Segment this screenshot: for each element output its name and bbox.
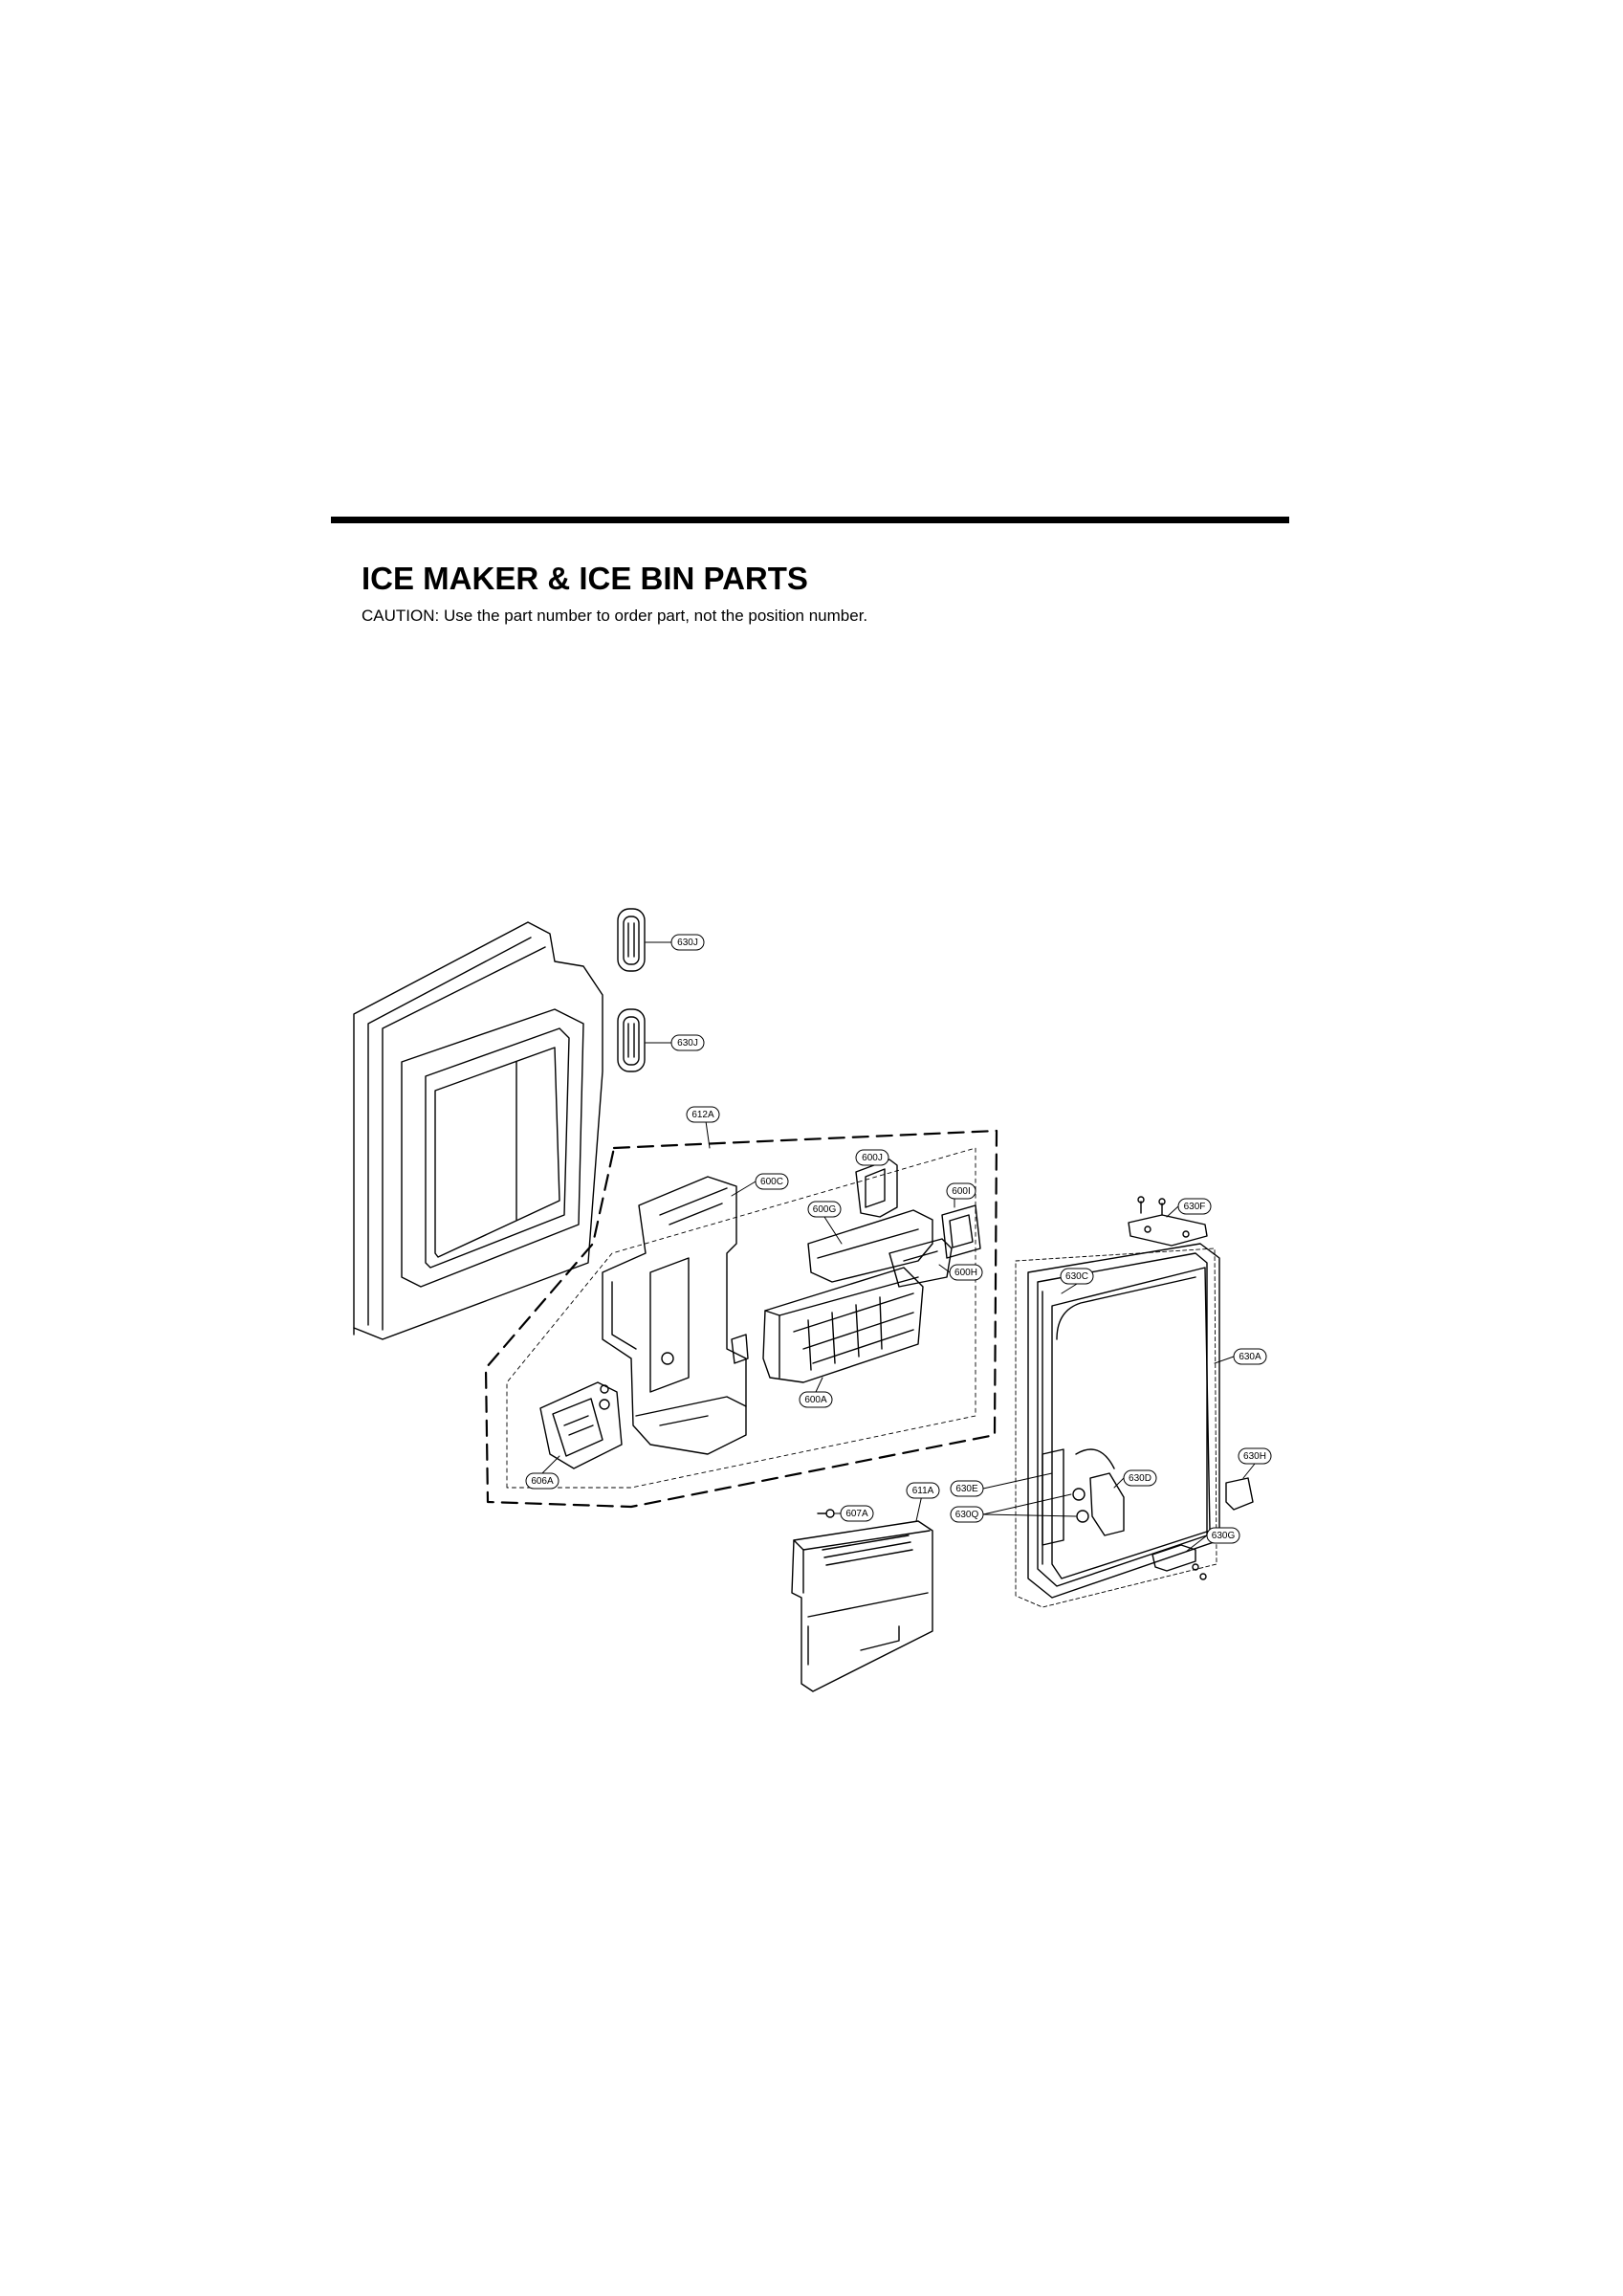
part-600C-housing	[600, 1176, 747, 1455]
ice-bin-door-drawing	[1015, 1243, 1220, 1608]
callout-label: 630Q	[955, 1510, 979, 1520]
callout-label: 607A	[845, 1509, 868, 1519]
callout-label: 600A	[804, 1395, 827, 1405]
part-600J	[855, 1159, 898, 1218]
part-611A-cover	[791, 1520, 933, 1692]
callout-label: 630G	[1212, 1531, 1236, 1541]
callout-label: 600I	[952, 1186, 970, 1197]
callout-606A: 606A	[525, 1472, 559, 1490]
callout-630A: 630A	[1233, 1348, 1267, 1365]
callout-600J: 600J	[855, 1149, 889, 1166]
part-600H	[888, 1238, 953, 1288]
callout-630J-lower: 630J	[670, 1034, 705, 1051]
callout-600H: 600H	[949, 1264, 983, 1281]
callouts: 630J 630J 612A 600J 600C 600I 600G 600H	[525, 934, 1272, 1544]
callout-label: 630H	[1243, 1451, 1266, 1462]
part-630G-bracket	[1151, 1544, 1207, 1580]
caution-note: CAUTION: Use the part number to order pa…	[362, 607, 868, 625]
callout-label: 612A	[691, 1110, 714, 1120]
callout-600G: 600G	[807, 1201, 842, 1218]
callout-label: 600H	[954, 1268, 977, 1278]
callout-630F: 630F	[1177, 1198, 1212, 1215]
callout-630D: 630D	[1123, 1469, 1157, 1487]
callout-label: 630J	[677, 1038, 698, 1049]
callout-label: 600J	[862, 1153, 883, 1163]
part-630J-upper	[617, 908, 646, 972]
callout-607A: 607A	[840, 1505, 874, 1522]
callout-label: 630C	[1065, 1271, 1088, 1282]
callout-600C: 600C	[755, 1173, 789, 1190]
callout-630Q: 630Q	[950, 1506, 984, 1523]
part-600I	[941, 1204, 981, 1259]
door-panel-drawing	[353, 921, 603, 1340]
callout-600I: 600I	[946, 1182, 976, 1200]
callout-label: 600C	[760, 1177, 783, 1187]
callout-label: 611A	[912, 1486, 934, 1496]
part-607A-screw	[817, 1509, 835, 1518]
header-rule	[331, 517, 1289, 523]
part-600A-ice-maker	[731, 1267, 924, 1383]
part-600G-cover	[807, 1209, 933, 1283]
part-630J-lower	[617, 1008, 646, 1072]
part-630Q-pins	[1072, 1488, 1089, 1523]
callout-label: 600G	[813, 1204, 837, 1215]
callout-label: 630A	[1239, 1352, 1261, 1362]
callout-label: 630E	[955, 1484, 978, 1494]
part-606A	[539, 1381, 623, 1469]
part-630F-bracket	[1128, 1196, 1208, 1247]
assembly-612A-inner-boundary	[506, 1147, 976, 1489]
callout-611A: 611A	[906, 1482, 940, 1499]
leader-lines	[541, 941, 1256, 1553]
callout-630J-upper: 630J	[670, 934, 705, 951]
page-title: ICE MAKER & ICE BIN PARTS	[362, 561, 808, 596]
callout-630G: 630G	[1206, 1527, 1240, 1544]
callout-label: 606A	[531, 1476, 554, 1487]
callout-630E: 630E	[950, 1480, 984, 1497]
callout-630H: 630H	[1238, 1447, 1272, 1465]
part-630H	[1225, 1477, 1254, 1511]
callout-label: 630J	[677, 938, 698, 948]
callout-label: 630D	[1129, 1473, 1151, 1484]
callout-label: 630F	[1184, 1202, 1206, 1212]
callout-612A: 612A	[686, 1106, 720, 1123]
callout-600A: 600A	[799, 1391, 833, 1408]
assembly-612A-boundary	[484, 1129, 998, 1509]
callout-630C: 630C	[1060, 1268, 1094, 1285]
part-630D-handle	[1042, 1448, 1125, 1546]
